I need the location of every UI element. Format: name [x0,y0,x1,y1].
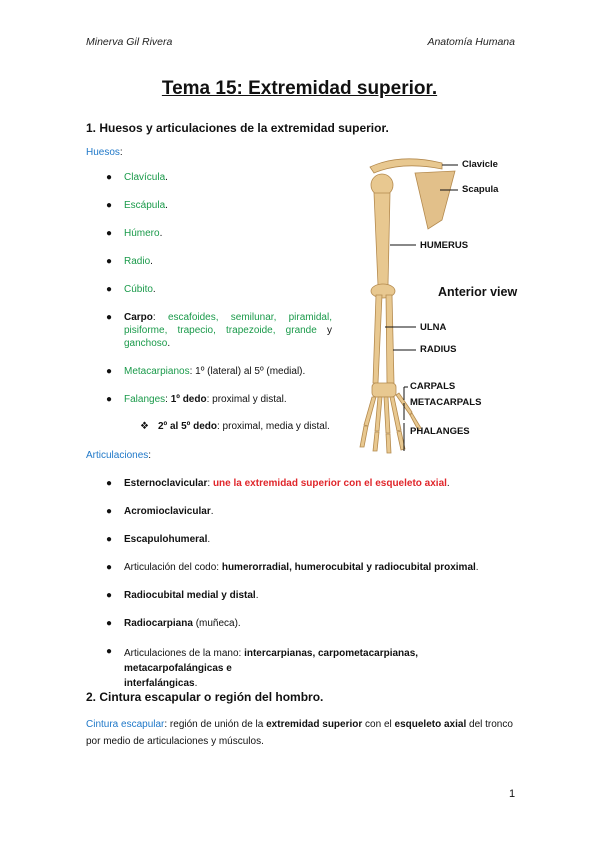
scapula-bone [414,170,456,230]
section-2-heading: 2. Cintura escapular o región del hombro… [86,690,324,704]
humerus-shaft [373,192,391,286]
label-radius: RADIUS [420,344,457,355]
arm-skeleton-figure [359,158,458,454]
phalanx-bones [359,412,422,454]
section-2-paragraph: Cintura escapular: región de unión de la… [86,719,513,747]
bones-label: Huesos: [86,147,123,158]
label-anterior-view: Anterior view [438,285,518,299]
clavicle-bone [369,158,443,174]
joints-label: Articulaciones: [86,450,152,461]
header-subject: Anatomía Humana [427,36,515,48]
elbow-joint [370,283,396,299]
section-1-heading: 1. Huesos y articulaciones de la extremi… [86,121,389,135]
label-humerus: HUMERUS [420,240,469,251]
label-clavicle: Clavicle [462,159,498,170]
label-ulna: ULNA [420,322,447,333]
ulna-bone [372,294,383,384]
label-carpals: CARPALS [410,381,456,392]
carpal-bones [371,382,397,398]
radius-bone [385,294,395,384]
page-title: Tema 15: Extremidad superior. [161,78,438,99]
page-number: 1 [509,788,516,800]
metacarpal-bones [363,392,413,434]
label-phalanges: PHALANGES [410,426,470,437]
header-author: Minerva Gil Rivera [86,36,173,48]
label-metacarpals: METACARPALS [410,397,482,408]
label-scapula: Scapula [462,184,499,195]
